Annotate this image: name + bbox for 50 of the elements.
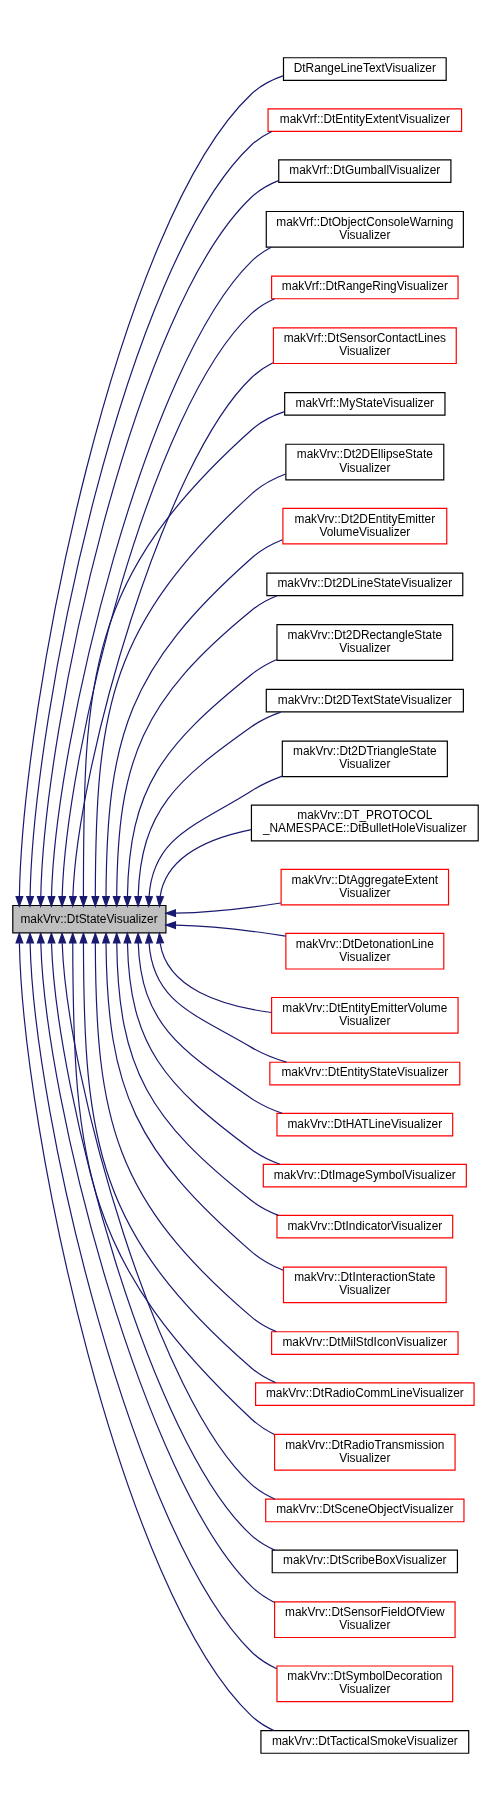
- node-box: makVrf::DtSensorContactLines Visualizer: [272, 327, 457, 365]
- node-box: DtRangeLineTextVisualizer: [282, 57, 447, 81]
- node-box: makVrv::DtSymbolDecoration Visualizer: [276, 1665, 454, 1703]
- arrow: [79, 411, 286, 908]
- node-box: makVrv::DtSceneObjectVisualizer: [265, 1498, 465, 1523]
- arrow: [68, 931, 275, 1436]
- arrow: [91, 473, 287, 908]
- node-box: makVrf::DtObjectConsoleWarning Visualizer: [265, 210, 464, 248]
- node-box: makVrv::DtDetonationLine Visualizer: [285, 932, 445, 970]
- arrow: [123, 931, 281, 1165]
- node-box: makVrv::Dt2DRectangleState Visualizer: [276, 624, 454, 661]
- arrow: [144, 931, 287, 1063]
- arrow: [101, 539, 284, 908]
- arrow: [79, 931, 277, 1384]
- node-box: makVrv::DtMilStdIconVisualizer: [271, 1331, 459, 1355]
- node-box: makVrf::MyStateVisualizer: [284, 392, 446, 416]
- arrow: [134, 931, 283, 1114]
- node-box: makVrf::DtRangeRingVisualizer: [271, 275, 459, 300]
- arrow: [101, 931, 284, 1271]
- node-box: makVrv::Dt2DTextStateVisualizer: [265, 688, 464, 713]
- node-box: makVrv::Dt2DEllipseState Visualizer: [285, 443, 445, 481]
- node-box: makVrv::Dt2DTriangleState Visualizer: [281, 740, 448, 778]
- node-box: makVrv::DtRadioTransmission Visualizer: [274, 1433, 456, 1471]
- node-box: makVrf::DtGumballVisualizer: [278, 159, 452, 183]
- node-box: makVrv::Dt2DEntityEmitter VolumeVisualizer: [282, 507, 448, 545]
- node-box: makVrv::DtEntityEmitterVolume Visualizer: [271, 996, 459, 1034]
- node-box: makVrv::DtIndicatorVisualizer: [276, 1214, 454, 1239]
- node-box: makVrv::DtEntityStateVisualizer: [269, 1061, 461, 1086]
- arrow: [112, 595, 278, 908]
- node-box: makVrv::DtHATLineVisualizer: [276, 1112, 454, 1137]
- node-box: makVrv::DtSensorFieldOfView Visualizer: [274, 1601, 456, 1639]
- node-box: makVrv::DtRadioCommLineVisualizer: [255, 1382, 475, 1406]
- node-box: makVrv::DtImageSymbolVisualizer: [262, 1163, 467, 1188]
- node-box: makVrv::DT_PROTOCOL _NAMESPACE::DtBulletHoleVisualizer: [250, 804, 479, 842]
- arrow: [156, 829, 252, 908]
- arrow: [156, 931, 272, 1014]
- node-box: makVrv::Dt2DLineStateVisualizer: [266, 572, 464, 597]
- node-box: makVrf::DtEntityExtentVisualizer: [267, 108, 463, 132]
- arrow: [134, 711, 282, 908]
- arrow: [91, 931, 277, 1333]
- arrow: [164, 902, 282, 918]
- arrow: [144, 775, 283, 908]
- node-box: makVrv::DtScribeBoxVisualizer: [271, 1549, 459, 1574]
- arrow: [123, 658, 278, 908]
- node-box: makVrv::DtTacticalSmokeVisualizer: [260, 1730, 470, 1754]
- node-box: makVrv::DtInteractionState Visualizer: [282, 1266, 447, 1304]
- arrow: [112, 931, 280, 1216]
- arrow: [68, 362, 274, 908]
- arrow: [164, 921, 287, 937]
- node-box: makVrv::DtAggregateExtent Visualizer: [280, 868, 450, 906]
